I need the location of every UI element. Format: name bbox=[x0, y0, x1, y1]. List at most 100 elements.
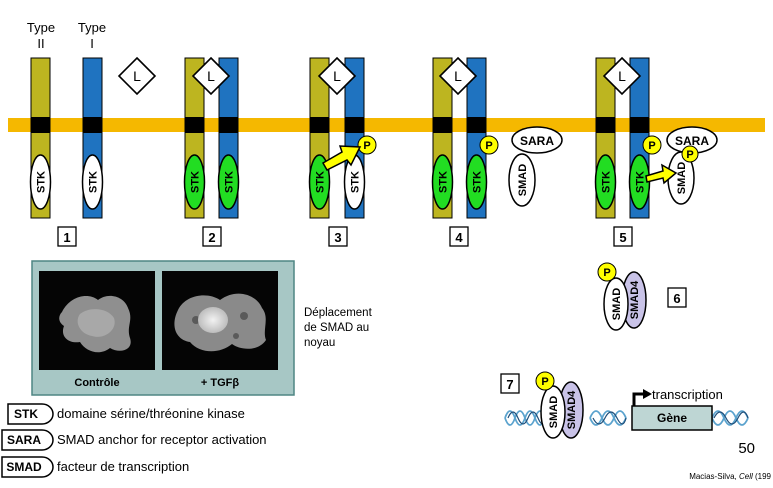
phospho-badge: P bbox=[642, 135, 662, 155]
control-cell-image bbox=[39, 271, 155, 370]
smad-label: SMAD bbox=[676, 162, 688, 194]
step-box-5: 5 bbox=[613, 226, 633, 247]
stk-domain bbox=[29, 154, 52, 210]
ligand-diamond bbox=[602, 56, 642, 96]
stk-label: STK bbox=[88, 171, 100, 193]
step-box-3: 3 bbox=[328, 226, 348, 247]
phospho-badge: P bbox=[357, 135, 377, 155]
step-number: 6 bbox=[673, 291, 680, 306]
svg-text:de SMAD au: de SMAD au bbox=[304, 322, 369, 334]
stk-domain bbox=[308, 154, 331, 210]
type-i-header: Type I bbox=[78, 20, 106, 51]
stk-label: STK bbox=[472, 171, 484, 193]
stk-domain bbox=[81, 154, 104, 210]
ligand-diamond bbox=[191, 56, 231, 96]
smad-ellipse bbox=[508, 153, 536, 207]
transmembrane-segment bbox=[83, 117, 102, 133]
stk-domain bbox=[465, 154, 488, 210]
ligand-label: L bbox=[207, 68, 215, 84]
legend-item-smad: SMAD facteur de transcription bbox=[1, 456, 189, 478]
sara-label: SARA bbox=[675, 134, 709, 148]
svg-text:SMAD: SMAD bbox=[611, 288, 623, 320]
stk-domain bbox=[217, 154, 240, 210]
transmembrane-segment bbox=[219, 117, 238, 133]
ligand: L bbox=[602, 56, 642, 96]
gene-box bbox=[631, 405, 713, 431]
tgf-beta-caption: + TGFβ bbox=[201, 377, 239, 389]
sara-label: SARA bbox=[520, 134, 554, 148]
svg-text:Déplacement: Déplacement bbox=[304, 307, 373, 319]
tgf-beta-cell-image bbox=[162, 271, 278, 370]
transmembrane-segment bbox=[630, 117, 649, 133]
transmembrane-segment bbox=[310, 117, 329, 133]
legend: STK domaine sérine/thréonine kinase SARA… bbox=[1, 403, 267, 478]
transcription-label: transcription bbox=[652, 387, 723, 402]
stk-label: STK bbox=[438, 171, 450, 193]
svg-text:domaine sérine/thréonine kinas: domaine sérine/thréonine kinase bbox=[57, 406, 245, 421]
step-box-6: 6 bbox=[667, 287, 687, 308]
svg-text:P: P bbox=[648, 140, 655, 152]
ligand-label: L bbox=[333, 68, 341, 84]
step-number: 7 bbox=[506, 377, 513, 392]
ligand-label: L bbox=[454, 68, 462, 84]
transmembrane-segment bbox=[596, 117, 615, 133]
smad-label: SMAD bbox=[517, 164, 529, 196]
svg-text:Type: Type bbox=[78, 20, 106, 35]
step-number: 5 bbox=[619, 230, 626, 245]
legend-item-stk: STK domaine sérine/thréonine kinase bbox=[7, 403, 245, 425]
micrograph-panel: Contrôle + TGFβ bbox=[31, 260, 295, 396]
nucleus bbox=[198, 307, 228, 333]
step-box-4: 4 bbox=[449, 226, 469, 247]
transmembrane-segment bbox=[185, 117, 204, 133]
svg-text:SMAD anchor for receptor activ: SMAD anchor for receptor activation bbox=[57, 432, 267, 447]
ligand-diamond bbox=[438, 56, 478, 96]
transmembrane-segment bbox=[467, 117, 486, 133]
ligand: L bbox=[317, 56, 357, 96]
control-caption: Contrôle bbox=[74, 377, 119, 389]
transmembrane-segment bbox=[345, 117, 364, 133]
cell-membrane bbox=[8, 118, 765, 132]
dna-strand-dark bbox=[507, 411, 749, 425]
ligand-label: L bbox=[618, 68, 626, 84]
step-number: 4 bbox=[455, 230, 463, 245]
translocation-note: Déplacement de SMAD au noyau bbox=[304, 307, 373, 349]
svg-text:SMAD4: SMAD4 bbox=[566, 390, 578, 429]
step-box-7: 7 bbox=[500, 373, 520, 394]
svg-text:noyau: noyau bbox=[304, 337, 335, 349]
sara-smad-complex-step-4: SARA SMAD bbox=[508, 126, 563, 207]
svg-text:II: II bbox=[37, 36, 44, 51]
svg-text:P: P bbox=[541, 376, 548, 388]
step-number: 3 bbox=[334, 230, 341, 245]
stk-domain bbox=[594, 154, 617, 210]
transcription-arrowhead bbox=[643, 389, 652, 399]
phosphorylation-arrow-step-3 bbox=[321, 145, 362, 171]
stk-label: STK bbox=[190, 171, 202, 193]
ligand-label: L bbox=[133, 68, 141, 84]
step-box-1: 1 bbox=[57, 226, 77, 247]
svg-text:SARA: SARA bbox=[7, 433, 41, 447]
svg-text:SMAD4: SMAD4 bbox=[629, 280, 641, 319]
svg-text:I: I bbox=[90, 36, 94, 51]
step-box-2: 2 bbox=[202, 226, 222, 247]
step-number: 1 bbox=[63, 230, 70, 245]
smad-complex-step-6: SMAD4 SMAD P bbox=[597, 262, 647, 331]
sara-smad-complex-step-5: SARA SMAD P bbox=[666, 126, 718, 205]
transmembrane-segment bbox=[433, 117, 452, 133]
stk-label: STK bbox=[350, 171, 362, 193]
ligand: L bbox=[117, 56, 157, 96]
ligand-diamond bbox=[317, 56, 357, 96]
svg-text:P: P bbox=[603, 267, 610, 279]
transcription-start-arrow bbox=[632, 392, 644, 406]
phospho-badge: P bbox=[597, 262, 617, 282]
gene-label: Gène bbox=[657, 411, 687, 425]
stk-label: STK bbox=[224, 171, 236, 193]
step-numbers: 1 2 3 4 5 6 7 bbox=[57, 226, 687, 394]
ligand-diamond bbox=[117, 56, 157, 96]
stk-domain bbox=[183, 154, 206, 210]
svg-text:SMAD: SMAD bbox=[6, 460, 42, 474]
